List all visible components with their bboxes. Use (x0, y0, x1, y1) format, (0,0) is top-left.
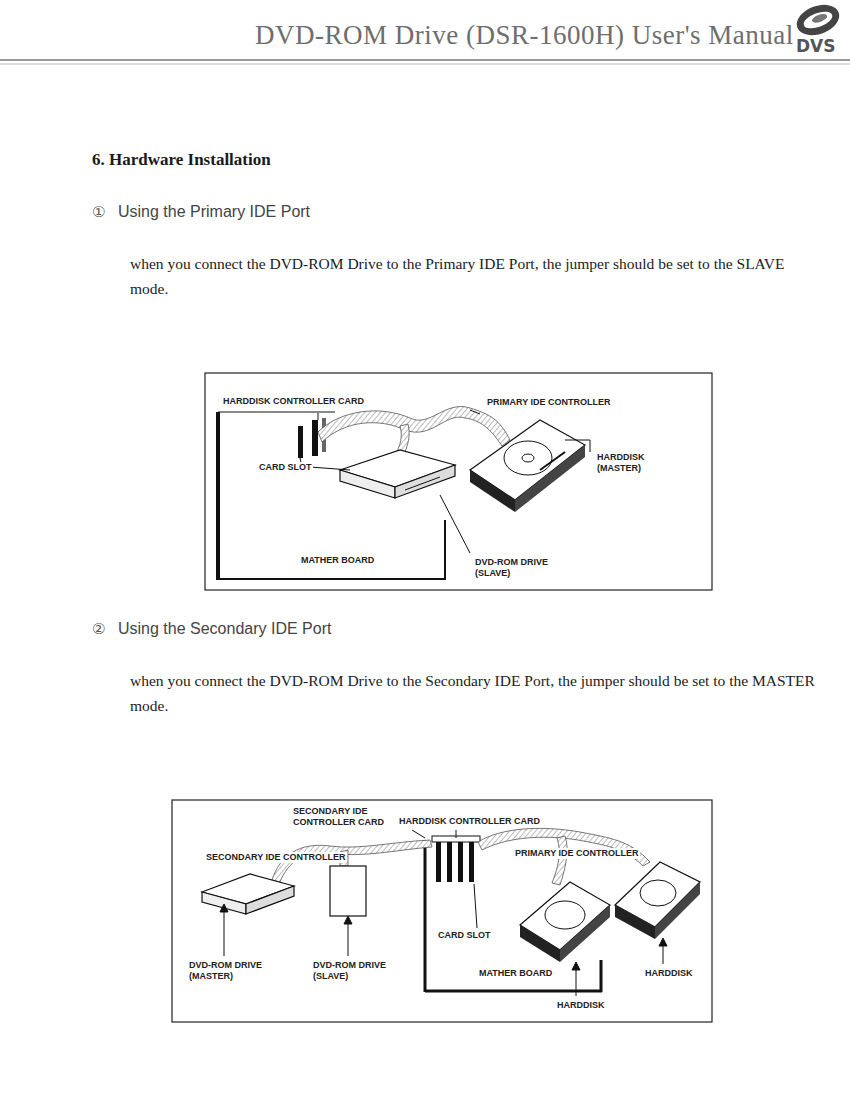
ribbon-cable (552, 836, 567, 885)
part-label: DVD-ROM DRIVE (MASTER) (188, 960, 275, 982)
controller-card (432, 836, 480, 882)
part-label: DVD-ROM DRIVE (SLAVE) (474, 557, 561, 579)
section-heading: 6. Hardware Installation (92, 150, 271, 170)
part-label: CARD SLOT (258, 462, 313, 473)
part-label: HARDDISK CONTROLLER CARD (222, 396, 365, 407)
header-rule (0, 64, 850, 65)
dvd-drive (340, 450, 455, 498)
instruction-text: when you connect the DVD-ROM Drive to th… (130, 668, 820, 718)
logo-text: DVS (796, 36, 836, 56)
step-number: ② (92, 620, 105, 638)
header-rule (0, 59, 850, 61)
part-label: DVD-ROM DRIVE (SLAVE) (312, 960, 389, 982)
part-label: SECONDARY IDE CONTROLLER (205, 852, 347, 863)
figure-frame (172, 800, 712, 1022)
instruction-text: when you connect the DVD-ROM Drive to th… (130, 251, 820, 301)
part-label: HARDDISK (MASTER) (596, 452, 660, 474)
part-label: HARDDISK CONTROLLER CARD (398, 816, 541, 827)
figure-frame (205, 373, 712, 590)
motherboard (218, 412, 446, 580)
step-heading: Using the Secondary IDE Port (118, 620, 331, 638)
hard-disk (615, 862, 700, 939)
step-heading: Using the Primary IDE Port (118, 203, 310, 221)
part-label: PRIMARY IDE CONTROLLER (486, 397, 612, 408)
dvd-drive-slot (330, 866, 366, 916)
dvd-drive (202, 874, 294, 914)
hard-disk (520, 882, 610, 962)
dvs-logo (793, 0, 844, 41)
part-label: PRIMARY IDE CONTROLLER (514, 848, 640, 859)
part-label: HARDDISK (644, 968, 694, 979)
hard-disk (470, 420, 585, 512)
part-label: SECONDARY IDE CONTROLLER CARD (292, 806, 404, 828)
leader-line (300, 410, 590, 553)
page-header-title: DVD-ROM Drive (DSR-1600H) User's Manual (255, 20, 794, 51)
ribbon-cable (318, 407, 510, 446)
part-label: CARD SLOT (437, 930, 492, 941)
part-label: MATHER BOARD (300, 555, 375, 566)
step-number: ① (92, 203, 105, 221)
part-label: MATHER BOARD (478, 968, 553, 979)
part-label: HARDDISK (556, 1000, 606, 1011)
